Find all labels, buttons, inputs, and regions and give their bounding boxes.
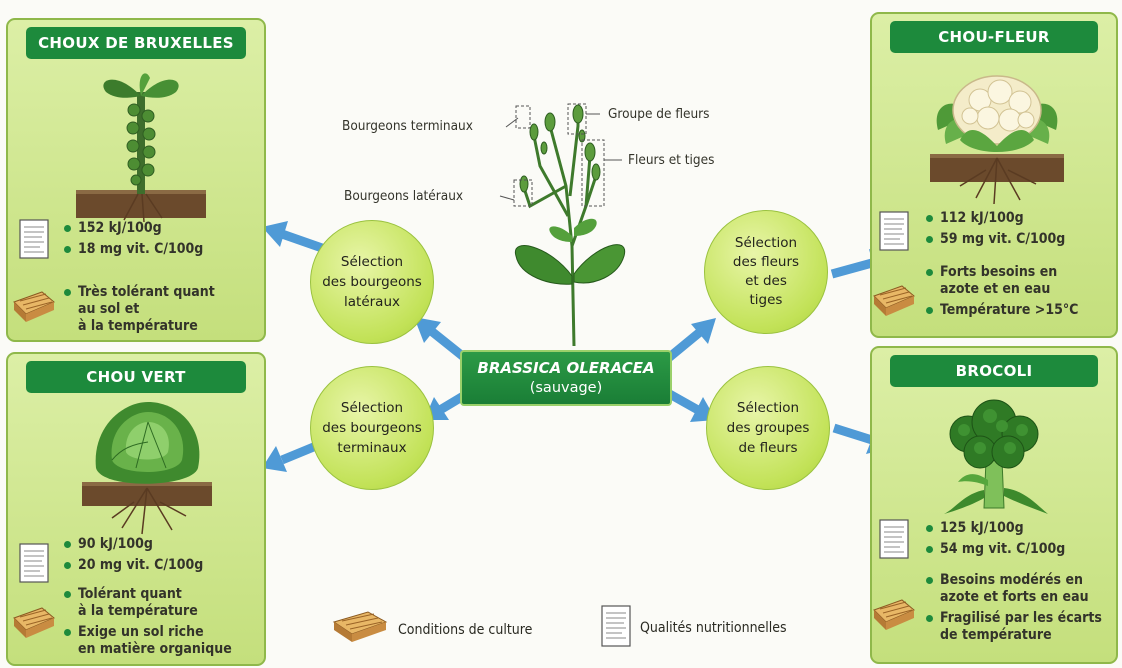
broccoli-illustration bbox=[944, 399, 1048, 514]
selection-flowers-stems: Sélection des fleurs et des tiges bbox=[704, 210, 828, 334]
card-title: CHOU VERT bbox=[26, 361, 246, 393]
legend-doc-icon bbox=[601, 605, 631, 647]
culture-item: Besoins modérés en azote et forts en eau bbox=[924, 572, 1102, 606]
selection-terminal-buds: Sélection des bourgeons terminaux bbox=[310, 366, 434, 490]
nutrition-facts: 152 kJ/100g 18 mg vit. C/100g bbox=[62, 220, 203, 262]
culture-item: Très tolérant quant au sol et à la tempé… bbox=[62, 284, 215, 335]
energy-value: 112 kJ/100g bbox=[924, 210, 1065, 227]
selection-flower-groups: Sélection des groupes de fleurs bbox=[706, 366, 830, 490]
vitamin-c-value: 20 mg vit. C/100g bbox=[62, 557, 203, 574]
vitamin-c-value: 18 mg vit. C/100g bbox=[62, 241, 203, 258]
culture-item: Exige un sol riche en matière organique bbox=[62, 624, 232, 658]
culture-item: Forts besoins en azote et en eau bbox=[924, 264, 1078, 298]
selection-lateral-buds: Sélection des bourgeons latéraux bbox=[310, 220, 434, 344]
wild-cabbage-illustration bbox=[513, 103, 626, 347]
nutrition-doc-icon bbox=[879, 519, 909, 559]
label-terminal-buds: Bourgeons terminaux bbox=[342, 118, 473, 134]
label-lateral-buds: Bourgeons latéraux bbox=[344, 188, 464, 204]
card-cauliflower: CHOU-FLEUR 112 kJ/100g 59 mg vit. C/100g bbox=[870, 12, 1118, 338]
brussels-sprouts-illustration bbox=[76, 73, 206, 223]
culture-conditions: Forts besoins en azote et en eau Tempéra… bbox=[924, 264, 1078, 323]
legend-culture-label: Conditions de culture bbox=[398, 622, 533, 638]
card-title: CHOUX DE BRUXELLES bbox=[26, 27, 246, 59]
card-title: BROCOLI bbox=[890, 355, 1098, 387]
soil-icon bbox=[13, 291, 55, 322]
vitamin-c-value: 54 mg vit. C/100g bbox=[924, 541, 1065, 558]
green-cabbage-illustration bbox=[82, 402, 212, 535]
nutrition-doc-icon bbox=[19, 219, 49, 259]
card-green-cabbage: CHOU VERT 90 kJ/100g 20 mg vit. C/100g bbox=[6, 352, 266, 666]
nutrition-facts: 112 kJ/100g 59 mg vit. C/100g bbox=[924, 210, 1065, 252]
card-broccoli: BROCOLI 125 kJ/100g 54 mg vit. C/100g bbox=[870, 346, 1118, 664]
wild-species-box: BRASSICA OLERACEA (sauvage) bbox=[460, 350, 672, 406]
vitamin-c-value: 59 mg vit. C/100g bbox=[924, 231, 1065, 248]
nutrition-facts: 90 kJ/100g 20 mg vit. C/100g bbox=[62, 536, 203, 578]
energy-value: 152 kJ/100g bbox=[62, 220, 203, 237]
nutrition-doc-icon bbox=[19, 543, 49, 583]
soil-icon bbox=[873, 599, 915, 630]
energy-value: 125 kJ/100g bbox=[924, 520, 1065, 537]
arrow-to-cabbage bbox=[262, 441, 318, 472]
card-brussels-sprouts: CHOUX DE BRUXELLES 152 kJ/100g 18 mg vit… bbox=[6, 18, 266, 342]
nutrition-facts: 125 kJ/100g 54 mg vit. C/100g bbox=[924, 520, 1065, 562]
culture-item: Température >15°C bbox=[924, 302, 1078, 319]
card-title: CHOU-FLEUR bbox=[890, 21, 1098, 53]
culture-conditions: Tolérant quant à la température Exige un… bbox=[62, 586, 232, 662]
culture-conditions: Besoins modérés en azote et forts en eau… bbox=[924, 572, 1102, 648]
arrow-to-brussels bbox=[262, 221, 324, 253]
legend-nutrition-label: Qualités nutritionnelles bbox=[640, 620, 787, 636]
culture-item: Tolérant quant à la température bbox=[62, 586, 232, 620]
nutrition-doc-icon bbox=[879, 211, 909, 251]
species-name: BRASSICA OLERACEA bbox=[477, 359, 655, 377]
label-flowers-stems: Fleurs et tiges bbox=[628, 152, 715, 168]
species-status: (sauvage) bbox=[529, 380, 603, 396]
soil-icon bbox=[13, 607, 55, 638]
label-flower-group: Groupe de fleurs bbox=[608, 106, 710, 122]
cauliflower-illustration bbox=[930, 75, 1064, 205]
soil-icon bbox=[873, 285, 915, 316]
culture-item: Fragilisé par les écarts de température bbox=[924, 610, 1102, 644]
culture-conditions: Très tolérant quant au sol et à la tempé… bbox=[62, 284, 215, 339]
legend-soil-icon bbox=[332, 611, 388, 642]
energy-value: 90 kJ/100g bbox=[62, 536, 203, 553]
